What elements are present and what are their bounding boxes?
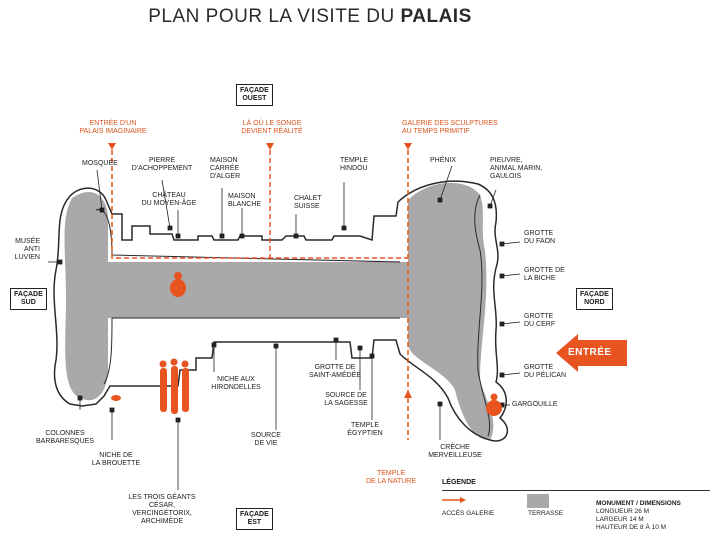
label-niche-hirondelles: NICHE AUX HIRONDELLES <box>211 376 261 391</box>
label-musee: MUSÉE ANTI LUVIEN <box>14 238 40 261</box>
facade-nord: FAÇADE NORD <box>576 288 613 310</box>
label-creche: CRÈCHE MERVEILLEUSE <box>428 444 482 459</box>
label-maison-blanche: MAISON BLANCHE <box>228 193 262 208</box>
label-temple-egyptien: TEMPLE ÉGYPTIEN <box>347 422 383 437</box>
figure-pelican <box>486 393 502 416</box>
label-phenix: PHÉNIX <box>430 157 457 164</box>
label-colonnes: COLONNES BARBARESQUES <box>36 430 94 445</box>
label-grotte-pelican: GROTTE DU PÉLICAN <box>524 364 567 379</box>
label-songe: LÀ OÙ LE SONGE DEVIENT RÉALITÉ <box>241 120 303 135</box>
legend-divider <box>442 490 710 491</box>
label-chateau: CHÂTEAU DU MOYEN-ÂGE <box>141 192 197 207</box>
label-source-vie: SOURCE DE VIE <box>251 432 281 447</box>
label-temple-nature: TEMPLE DE LA NATURE <box>365 470 417 485</box>
terrace-shape <box>64 182 494 440</box>
figure-brouette <box>111 395 121 401</box>
label-grotte-cerf: GROTTE DU CERF <box>524 313 556 328</box>
label-niche-brouette: NICHE DE LA BROUETTE <box>91 452 141 467</box>
label-temple-hindou: TEMPLE HINDOU <box>340 157 369 172</box>
legend-terrasse: TERRASSE <box>528 510 564 517</box>
legend-acces-galerie: ACCÈS GALERIE <box>442 510 495 517</box>
palace-outline <box>53 180 509 442</box>
label-source-sagesse: SOURCE DE LA SAGESSE <box>324 392 368 407</box>
facade-est: FAÇADE EST <box>236 508 273 530</box>
label-grotte-amedee: GROTTE DE SAINT-AMÉDÉE <box>308 364 362 379</box>
label-pierre: PIERRE D'ACHOPPEMENT <box>131 157 193 172</box>
legend-title: LÉGENDE <box>442 479 476 486</box>
label-pieuvre: PIEUVRE, ANIMAL MARIN, GAULOIS <box>490 157 543 180</box>
label-maison-carree: MAISON CARRÉE D'ALGER <box>210 157 241 180</box>
label-trois-geants: LES TROIS GÉANTS CÉSAR, VERCINGÉTORIX, A… <box>128 494 196 525</box>
legend-dimensions: MONUMENT / DIMENSIONS LONGUEUR 26 M LARG… <box>596 500 681 531</box>
facade-sud: FAÇADE SUD <box>10 288 47 310</box>
label-gargouille: GARGOUILLE <box>512 401 558 408</box>
label-grotte-biche: GROTTE DE LA BICHE <box>524 267 565 282</box>
entree-arrow <box>556 334 627 372</box>
page-title: PLAN POUR LA VISITE DU PALAIS <box>148 6 472 27</box>
figure-songe <box>170 272 186 297</box>
label-galerie-sculptures: GALERIE DES SCULPTURES AU TEMPS PRIMITIF <box>402 120 498 135</box>
three-giants <box>159 358 189 414</box>
facade-ouest: FAÇADE OUEST <box>236 84 273 106</box>
label-entree-palais: ENTRÉE D'UN PALAIS IMAGINAIRE <box>79 120 147 135</box>
entree-label: ENTRÉE <box>568 347 612 358</box>
label-grotte-faon: GROTTE DU FAON <box>524 230 556 245</box>
label-chalet: CHALET SUISSE <box>294 195 322 210</box>
label-mosquee: MOSQUÉE <box>82 160 118 167</box>
